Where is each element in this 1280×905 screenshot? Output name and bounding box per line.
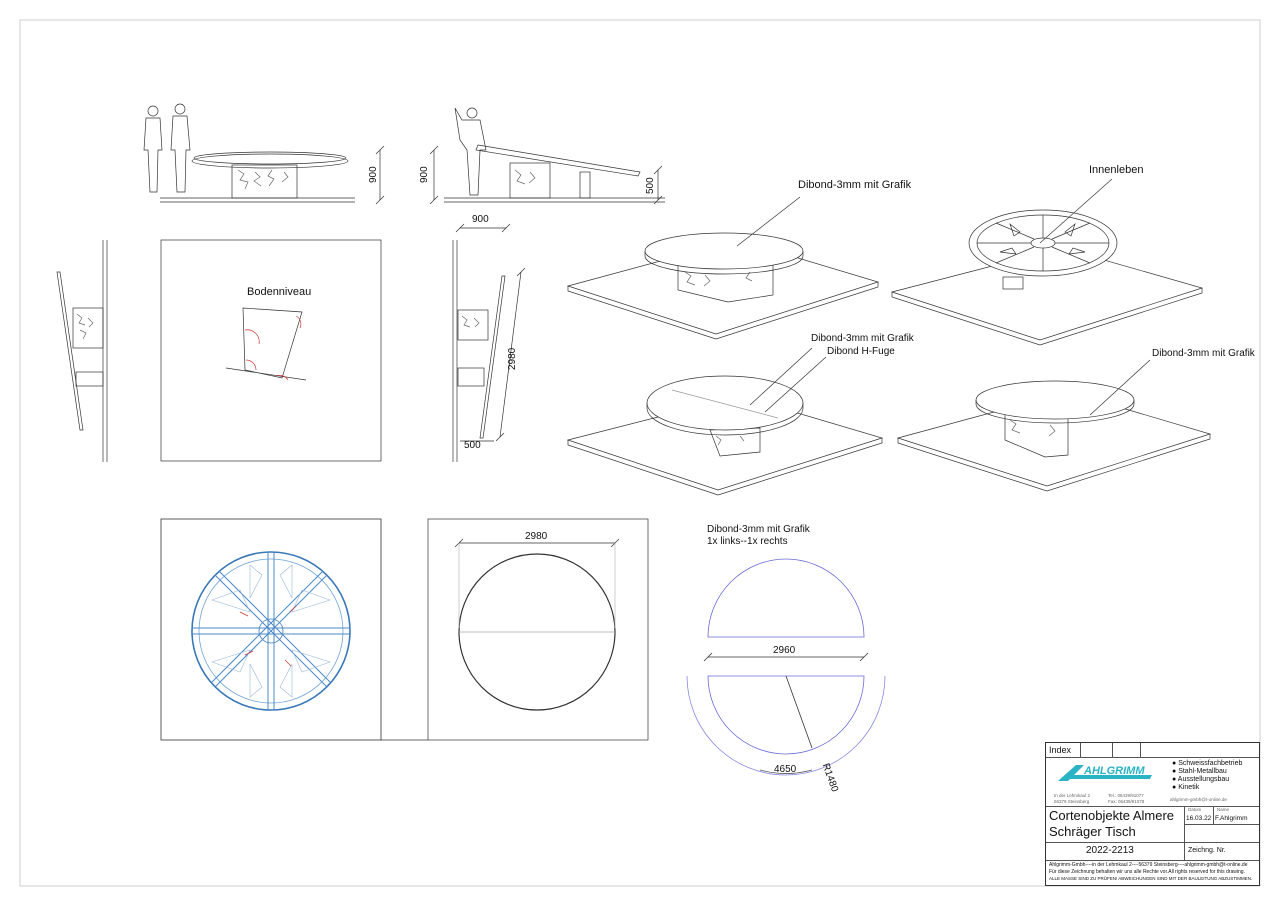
side-view-people-table: [143, 103, 385, 205]
iso-view-innenleben: [890, 178, 1204, 346]
col-name: Name: [1217, 807, 1230, 812]
dim-500-side2: 500: [645, 177, 656, 194]
address-line-2: 56379 Steinsberg: [1054, 799, 1090, 804]
footer-note: ALLE MASSE SIND ZU PRÜFEN! ABWEICHUNGEN …: [1049, 876, 1253, 881]
phone-line: Tel.: 06439/91077: [1108, 793, 1144, 798]
drawing-date: 16.03.22: [1186, 815, 1212, 822]
label-dibond-tilted: Dibond-3mm mit Grafik: [1152, 348, 1255, 359]
label-bodenniveau: Bodenniveau: [247, 286, 312, 298]
email-line: ahlgrimm-gmbh@t-online.de: [1170, 797, 1227, 802]
label-innenleben: Innenleben: [1089, 164, 1144, 176]
iso-view-dibond-top: [566, 196, 880, 340]
service-1: ● Schweissfachbetrieb: [1172, 760, 1243, 767]
floor-plan-bodenniveau: [160, 239, 382, 462]
footer-company: Ahlgrimm-Gmbh----in der Lehmkaul 2----56…: [1049, 862, 1248, 868]
sheet-border: [19, 19, 1261, 887]
dim-2980-horizontal: 2980: [525, 531, 548, 542]
side-view-tilted-table: [429, 107, 665, 205]
plan-view-dibond-halves: [686, 558, 886, 776]
index-label: Index: [1049, 745, 1072, 755]
address-line-1: In der Lehmkaul 2: [1054, 793, 1091, 798]
label-links-rechts: 1x links--1x rechts: [707, 536, 788, 547]
dim-2980-vertical: 2980: [507, 347, 518, 370]
iso-view-dibond-h-fuge: [566, 347, 884, 496]
service-4: ● Kinetik: [1172, 784, 1200, 791]
dim-900-top: 900: [472, 214, 489, 225]
project-title: Cortenobjekte Almere: [1049, 808, 1175, 823]
title-block: Index AHLGRIMM ● Schweissfachbetrieb ● S…: [1045, 742, 1260, 886]
service-2: ● Stahl-Metallbau: [1172, 768, 1227, 775]
label-dibond-h-fuge: Dibond H-Fuge: [827, 346, 895, 357]
dim-900-side1: 900: [368, 166, 379, 183]
iso-view-dibond-tilted: [896, 359, 1212, 492]
left-tilted-elevation: [56, 240, 108, 462]
footer-rights: Für diese Zeichnung behalten wir uns all…: [1049, 869, 1245, 875]
dim-4650: 4650: [774, 764, 797, 775]
drawing-number: 2022-2213: [1086, 845, 1134, 856]
drawing-author: F.Ahlgrimm: [1215, 815, 1248, 822]
ahlgrimm-logo: AHLGRIMM: [1058, 765, 1152, 781]
dim-500-bottom: 500: [464, 440, 481, 451]
plan-view-innenleben: [160, 518, 428, 741]
fax-line: Fax: 06439/91078: [1108, 799, 1145, 804]
col-datum: Datum: [1188, 807, 1202, 812]
project-subtitle: Schräger Tisch: [1049, 824, 1136, 839]
drawing-number-label: Zeichng. Nr.: [1188, 847, 1226, 854]
right-tilted-elevation: [452, 223, 526, 462]
label-dibond-h-fuge-grafik: Dibond-3mm mit Grafik: [811, 333, 914, 344]
dim-900-side2: 900: [419, 166, 430, 183]
logo-text: AHLGRIMM: [1083, 765, 1145, 777]
service-3: ● Ausstellungsbau: [1172, 776, 1230, 783]
plan-view-circle-2980: [427, 518, 649, 741]
dim-2960: 2960: [773, 645, 796, 656]
label-dibond-top: Dibond-3mm mit Grafik: [798, 179, 912, 191]
label-dibond-halves: Dibond-3mm mit Grafik: [707, 524, 810, 535]
